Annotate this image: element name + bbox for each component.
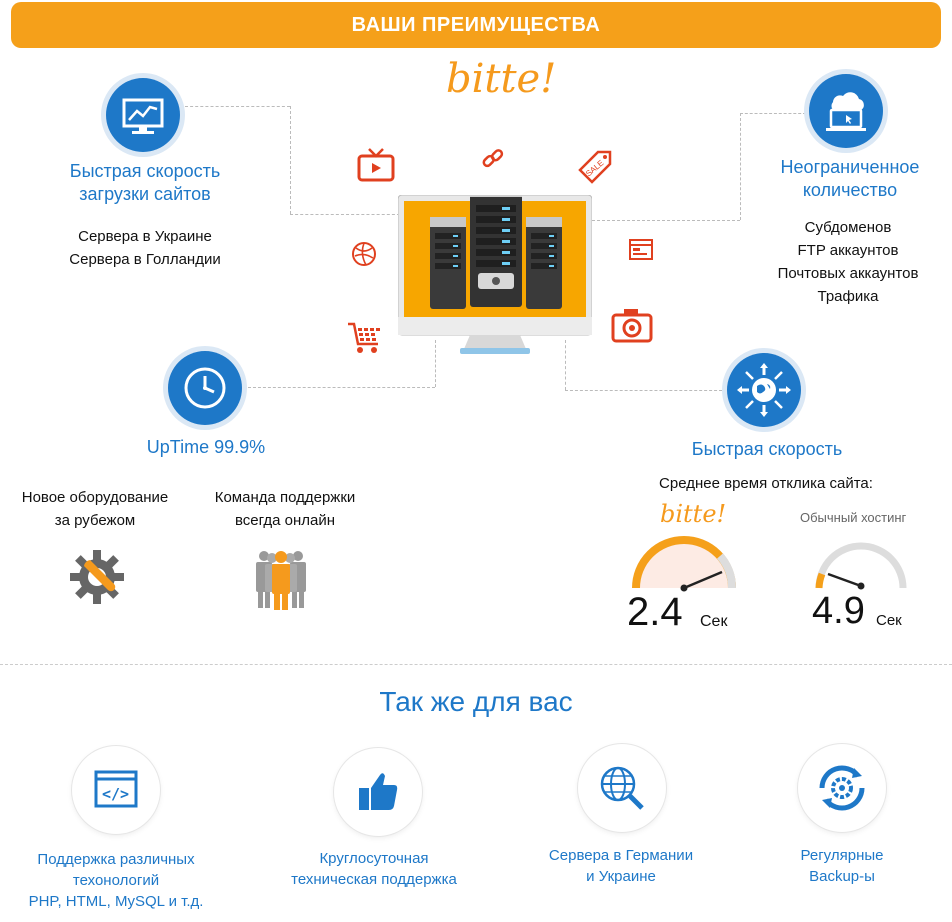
feature-ring	[334, 748, 422, 836]
gauge-regular-label: Обычный хостинг	[800, 510, 907, 525]
section-divider	[0, 664, 952, 665]
connector-line	[565, 340, 566, 390]
unlimited-list: Субдоменов FTP аккаунтов Почтовых аккаун…	[743, 216, 952, 308]
list-item: FTP аккаунтов	[797, 242, 899, 259]
connector-line	[565, 390, 727, 391]
uptime-col2-line: всегда онлайн	[234, 512, 336, 529]
ball-icon	[350, 240, 378, 273]
svg-text:</>: </>	[102, 785, 129, 803]
connector-line	[290, 214, 400, 215]
gauge-regular-unit: Сек	[876, 612, 902, 629]
uptime-col1-line: Новое оборудование	[21, 489, 169, 506]
cart-icon	[346, 320, 384, 361]
unlimited-title-line: Неограниченное	[780, 157, 920, 177]
feature-ring	[578, 744, 666, 832]
feature-caption: Поддержка различных техонологий PHP, HTM…	[10, 849, 222, 912]
uptime-col1-line: за рубежом	[54, 512, 136, 529]
globe-arrows-icon	[727, 353, 801, 427]
feature-caption-line: PHP, HTML, MySQL и т.д.	[28, 893, 204, 910]
response-time-subtitle: Среднее время отклика сайта:	[659, 475, 873, 492]
backup-icon	[819, 765, 865, 811]
tv-icon	[356, 146, 396, 191]
gauge-bitte-label: bitte!	[660, 500, 727, 528]
uptime-col2-line: Команда поддержки	[214, 489, 356, 506]
feature-caption-line: техонологий	[72, 872, 160, 889]
cloud-laptop-icon	[809, 74, 883, 148]
gauge-bitte-unit: Сек	[700, 613, 728, 630]
chart-monitor-icon	[106, 78, 180, 152]
team-icon	[252, 548, 310, 617]
feature-caption-line: Сервера в Германии	[548, 847, 694, 864]
thumbs-up-icon	[359, 773, 398, 810]
list-item: Почтовых аккаунтов	[777, 265, 919, 282]
uptime-col2: Команда поддержки всегда онлайн	[190, 486, 380, 532]
speed-load-title: Быстрая скорость загрузки сайтов	[40, 160, 250, 206]
gear-wrench-icon	[66, 546, 128, 613]
feature-caption-line: Поддержка различных	[37, 851, 195, 868]
feature-ring	[798, 744, 886, 832]
link-icon	[480, 146, 506, 177]
list-item: Сервера в Украине	[78, 228, 212, 245]
feature-caption-line: Backup-ы	[809, 868, 875, 885]
browser-icon	[628, 238, 654, 267]
camera-icon	[610, 306, 654, 351]
connector-line	[592, 220, 740, 221]
globe-search-icon	[600, 766, 644, 810]
list-item: Сервера в Голландии	[69, 251, 221, 268]
gauge-bitte-value: 2.4	[627, 590, 683, 634]
list-item: Субдоменов	[804, 219, 892, 236]
feature-caption: Сервера в Германии и Украине	[515, 845, 727, 887]
connector-line	[185, 106, 290, 107]
connector-line	[248, 387, 435, 388]
feature-caption: Регулярные Backup-ы	[736, 845, 948, 887]
list-item: Трафика	[817, 288, 879, 305]
connector-line	[740, 113, 741, 220]
feature-caption-line: и Украине	[586, 868, 656, 885]
unlimited-title-line: количество	[802, 180, 898, 200]
servers-icon	[397, 187, 593, 357]
clock-icon	[168, 351, 242, 425]
gauge-bitte	[628, 530, 740, 597]
code-window-icon: </>	[94, 770, 138, 808]
also-title: Так же для вас	[379, 686, 573, 717]
connector-line	[740, 113, 806, 114]
uptime-col1: Новое оборудование за рубежом	[0, 486, 190, 532]
gauge-regular-value: 4.9	[812, 590, 865, 632]
feature-caption: Круглосуточная техническая поддержка	[268, 848, 480, 890]
speed-load-list: Сервера в Украине Сервера в Голландии	[40, 225, 250, 271]
uptime-title: UpTime 99.9%	[146, 437, 266, 457]
feature-caption-line: Круглосуточная	[319, 850, 429, 867]
sale-tag-icon: SALE	[576, 148, 616, 189]
speed-load-title-line: загрузки сайтов	[79, 184, 211, 204]
feature-caption-line: Регулярные	[800, 847, 884, 864]
connector-line	[290, 106, 291, 214]
bitte-logo: bitte!	[446, 56, 557, 102]
feature-ring: </>	[72, 746, 160, 834]
feature-caption-line: техническая поддержка	[291, 871, 457, 888]
speed-load-title-line: Быстрая скорость	[69, 161, 221, 181]
fast-speed-title: Быстрая скорость	[691, 439, 843, 459]
gauge-regular	[812, 538, 910, 597]
unlimited-title: Неограниченное количество	[745, 156, 952, 202]
section-banner: ВАШИ ПРЕИМУЩЕСТВА	[11, 2, 941, 48]
connector-line	[435, 340, 436, 387]
